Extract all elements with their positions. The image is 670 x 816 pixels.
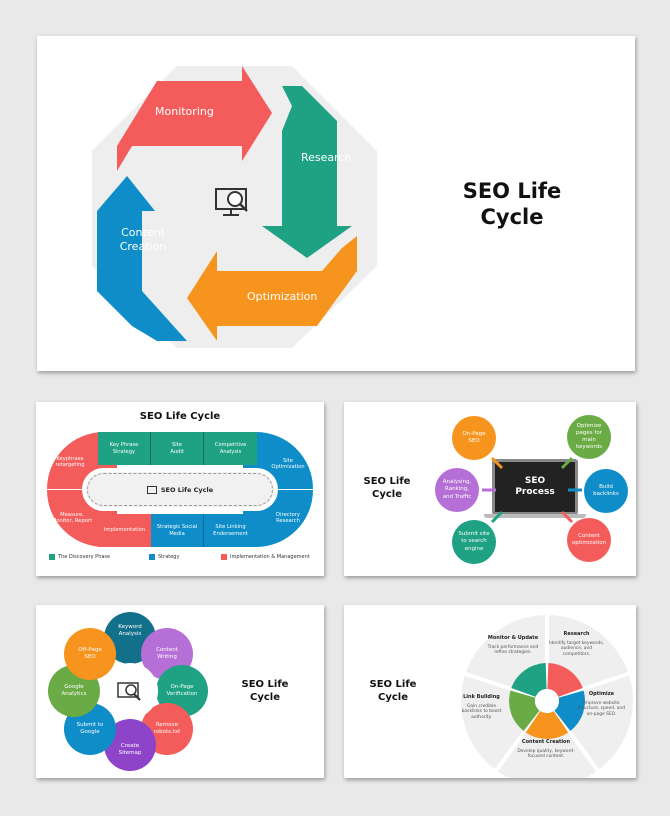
cell-right-2: Directory Research [276,511,300,525]
legend-strategy: Strategy [149,554,179,560]
arrow-icon [560,456,574,470]
seo-monitor-icon [215,188,248,216]
slide-racetrack[interactable]: SEO Life Cycle Key Phrase Strategy Site … [36,402,324,576]
slide-title: SEO Life Cycle [139,411,221,422]
slide-title: SEO Life Cycle [462,179,562,230]
circle-build-backlinks: Build backlinks [584,469,628,513]
cell-top-3: Competitive Analysis [204,432,257,465]
laptop-label: SEO Process [515,475,555,497]
circle-content-optimization: Content optimization [567,518,611,562]
cell-right-1: Site Optimization [271,457,305,471]
cell-left-2: Measure, Monitor, Report [51,511,93,525]
circle-on-page-seo: On-Page SEO [452,416,496,460]
circle-submit-site: Submit site to search engine [452,520,496,564]
arrows [482,456,582,524]
cell-bottom-2: Strategic Social Media [151,514,204,547]
petal-link-building [509,690,540,731]
cycle-diagram [92,66,377,348]
petal-off-page-seo: Off-Page SEO [64,628,116,680]
arrow-research [262,86,352,258]
legend-discovery: The Discovery Phase [49,554,110,560]
center-pill: SEO Life Cycle [82,468,278,511]
slide-title: SEO Life Cycle [363,476,411,500]
slide-title: SEO Life Cycle [369,679,417,703]
cell-top-1: Key Phrase Strategy [98,432,151,465]
arrow-icon [560,510,574,524]
label-monitoring: Monitoring [155,105,214,118]
slide-seo-process[interactable]: SEO Life Cycle SEO Process On-Page SEO O… [344,402,636,576]
petal-monitor-update [511,663,547,697]
arrow-icon [490,510,504,524]
arrow-icon [490,456,504,470]
petal-research [547,663,583,697]
seo-monitor-icon [146,485,157,494]
circle-analysing: Analysing, Ranking, and Traffic [435,468,479,512]
arrow-monitoring [117,66,272,171]
cell-bottom-1: Implementation [98,514,151,547]
slide-main[interactable]: Monitoring Research Optimization Content… [37,36,635,371]
slide-flower[interactable]: Keyword Analysis Content Writing On-Page… [36,605,324,778]
petal-optimize [554,690,585,731]
slide-title: SEO Life Cycle [241,679,289,703]
seo-monitor-icon [117,682,141,701]
center-label: SEO Life Cycle [160,485,214,494]
cell-top-2: Site Audit [151,432,204,465]
circle-optimize-pages: Optimize pages for main keywords [567,415,611,459]
pie-diagram [461,613,633,778]
legend-implementation: Implementation & Management [221,554,310,560]
cell-bottom-3: Site Linking Endorsement [204,514,257,547]
cell-left-1: Keyphrase retargeting [55,455,85,469]
petal-content-creation [525,710,569,739]
label-research: Research [301,151,352,164]
label-optimization: Optimization [247,290,318,303]
label-content-creation: Content Creation [119,226,167,253]
arrow-optimization [187,236,357,341]
arrow-content-creation [97,176,187,341]
